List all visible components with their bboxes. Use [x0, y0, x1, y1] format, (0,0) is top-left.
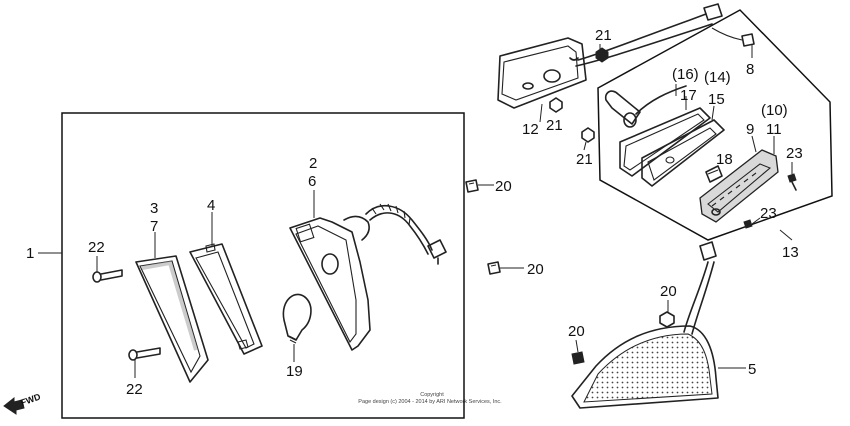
callout-2: 2: [309, 155, 317, 172]
callout-9: 9: [746, 121, 754, 138]
housing-part-2[interactable]: [289, 203, 447, 351]
callout-22-lower: 22: [126, 381, 143, 398]
leader-20d: [575, 339, 579, 353]
side-marker-part-5[interactable]: [571, 241, 719, 409]
leader-12: [539, 103, 543, 123]
callout-3: 3: [150, 200, 158, 217]
callout-18: 18: [716, 151, 733, 168]
lens-part-3[interactable]: [135, 255, 209, 383]
retainer-part-18[interactable]: [705, 165, 723, 183]
callout-7: 7: [150, 218, 158, 235]
callout-11: 11: [766, 121, 782, 138]
callout-numbers: 1 2 6 3 7 4 22 22 19 20 20 21 12 21 21 8…: [26, 27, 803, 398]
callout-16: (16): [672, 66, 699, 83]
callout-15: 15: [708, 91, 725, 108]
assembly-box-1: [61, 112, 465, 419]
callout-23-lower: 23: [760, 205, 777, 222]
lens-part-17[interactable]: [619, 107, 711, 177]
leader-9: [751, 135, 757, 153]
callout-1: 1: [26, 245, 34, 262]
callout-12: 12: [522, 121, 539, 138]
harness-connector[interactable]: [575, 3, 755, 67]
callout-17: 17: [680, 87, 697, 104]
callout-13: 13: [782, 244, 799, 261]
clip-part-20-lower[interactable]: [487, 261, 501, 275]
copyright-line-1: Copyright: [420, 392, 444, 398]
leader-23b: [751, 217, 761, 225]
reflector-part-9[interactable]: [699, 149, 779, 223]
clip-part-20-marker-upper[interactable]: [659, 311, 675, 328]
callout-14: (14): [704, 69, 731, 86]
callout-20-marker-lower: 20: [568, 323, 585, 340]
leader-21c: [583, 141, 587, 151]
callout-8: 8: [746, 61, 754, 78]
callout-20-marker-upper: 20: [660, 283, 677, 300]
callout-20-lower: 20: [527, 261, 544, 278]
screw-part-23-lower[interactable]: [743, 219, 753, 229]
callout-23-upper: 23: [786, 145, 803, 162]
nut-part-21-a[interactable]: [595, 47, 609, 63]
copyright-line-2: Page design (c) 2004 - 2014 by ARI Netwo…: [358, 399, 502, 405]
leader-13: [779, 229, 793, 241]
callout-5: 5: [748, 361, 756, 378]
callout-21-a: 21: [595, 27, 612, 44]
assembly-box-13: [597, 9, 833, 241]
leader-15: [711, 105, 715, 121]
screw-part-22-lower[interactable]: [128, 347, 161, 361]
callout-21-b: 21: [546, 117, 563, 134]
screw-part-23-upper[interactable]: [787, 173, 797, 191]
callout-10: (10): [761, 102, 788, 119]
fwd-label: FWD: [19, 391, 42, 408]
nut-part-21-b[interactable]: [549, 97, 563, 113]
callout-22-upper: 22: [88, 239, 105, 256]
housing-part-15[interactable]: [641, 119, 725, 187]
nut-part-21-c[interactable]: [581, 127, 595, 143]
clip-part-20-marker-lower[interactable]: [571, 351, 585, 365]
clip-part-20-upper[interactable]: [465, 179, 479, 193]
socket-part-16[interactable]: [604, 85, 687, 128]
callout-6: 6: [308, 173, 316, 190]
callout-20-upper: 20: [495, 178, 512, 195]
lamp-part-12[interactable]: [497, 37, 587, 109]
callout-4: 4: [207, 197, 215, 214]
fwd-arrow-icon: FWD: [3, 391, 42, 415]
callout-21-c: 21: [576, 151, 593, 168]
bulb-part-19[interactable]: [282, 293, 312, 344]
gasket-part-4[interactable]: [189, 243, 263, 355]
callout-19: 19: [286, 363, 303, 380]
